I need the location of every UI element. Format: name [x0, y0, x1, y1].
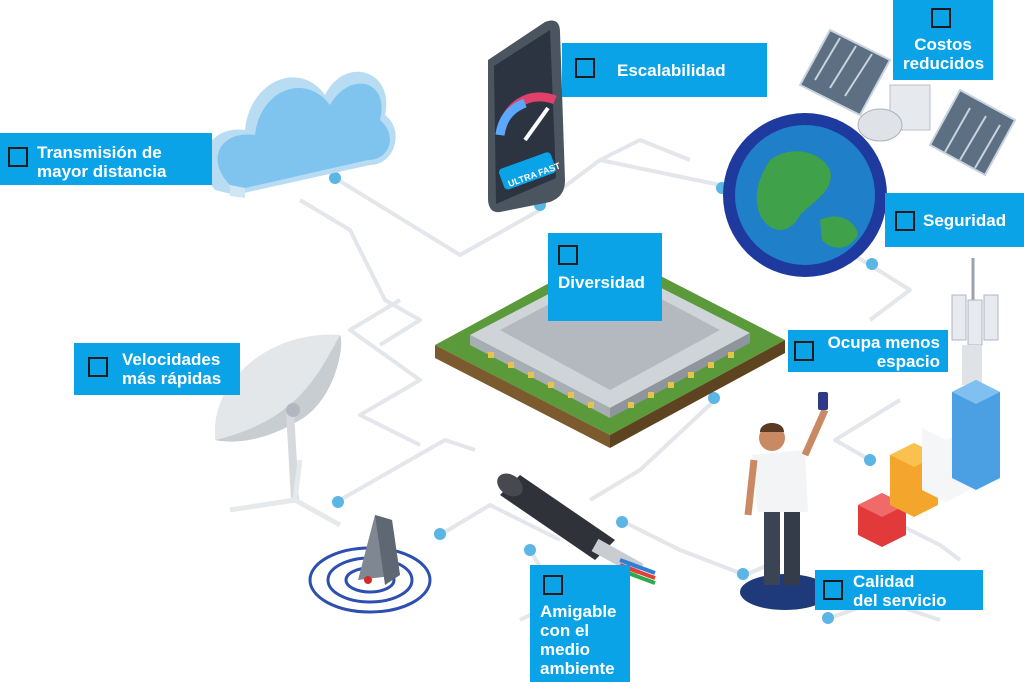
label-transmision: Transmisión de mayor distancia [0, 133, 212, 185]
cloud-icon [203, 71, 396, 198]
label-velocidades: Velocidades más rápidas [74, 343, 240, 395]
checkbox-ocupa[interactable] [794, 341, 814, 361]
person-phone-icon [740, 392, 830, 610]
checkbox-amigable[interactable] [543, 575, 563, 595]
label-escalabilidad-text: Escalabilidad [617, 61, 726, 80]
satellite-dish-icon [215, 334, 342, 528]
label-escalabilidad: Escalabilidad [562, 43, 767, 97]
checkbox-costos[interactable] [931, 8, 951, 28]
label-costos-text: Costos reducidos [903, 35, 985, 73]
phone-speedometer-icon: ULTRA FAST [488, 20, 565, 213]
label-ocupa-text: Ocupa menos espacio [827, 333, 940, 371]
checkbox-escalabilidad[interactable] [575, 58, 595, 78]
label-calidad-text: Calidad del servicio [853, 572, 947, 610]
label-transmision-text: Transmisión de mayor distancia [37, 143, 167, 181]
checkbox-transmision[interactable] [8, 147, 28, 167]
checkbox-calidad[interactable] [823, 580, 843, 600]
label-velocidades-text: Velocidades más rápidas [122, 350, 222, 388]
label-diversidad-text: Diversidad [558, 273, 645, 292]
label-ocupa: Ocupa menos espacio [788, 330, 948, 372]
label-costos: Costos reducidos [893, 0, 993, 80]
label-seguridad-text: Seguridad [923, 211, 1007, 230]
checkbox-velocidades[interactable] [88, 357, 108, 377]
checkbox-diversidad[interactable] [558, 245, 578, 265]
label-amigable: Amigable con el medio ambiente [530, 565, 630, 682]
label-diversidad: Diversidad [548, 233, 662, 321]
label-calidad: Calidad del servicio [815, 570, 983, 610]
antenna-tower-icon [951, 258, 999, 385]
label-amigable-text: Amigable con el medio ambiente [540, 602, 617, 678]
label-seguridad: Seguridad [885, 193, 1024, 247]
earth-globe-icon [723, 113, 887, 277]
bar-chart-icon [858, 380, 1000, 547]
checkbox-seguridad[interactable] [895, 211, 915, 231]
satellite-icon [798, 28, 1017, 177]
radar-tower-icon [308, 515, 432, 614]
